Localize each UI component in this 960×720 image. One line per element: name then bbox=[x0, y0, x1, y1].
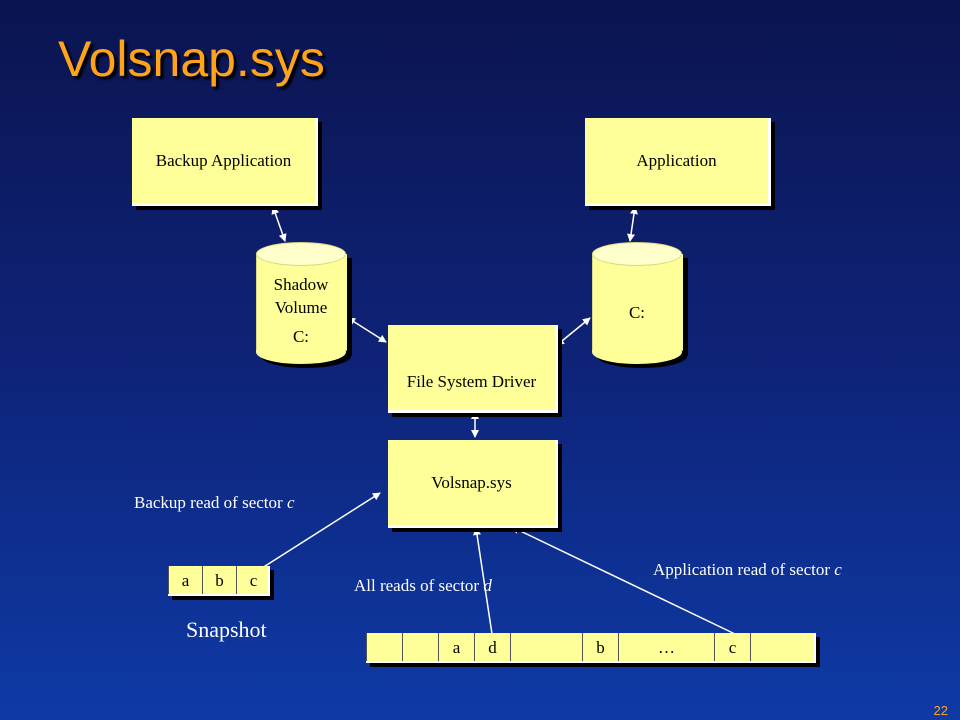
disk-cell-c: c bbox=[714, 633, 750, 663]
backup-application-box: Backup Application bbox=[132, 118, 318, 206]
arrow-snapshot-volsnap bbox=[261, 492, 381, 569]
arrow-app-c bbox=[627, 206, 638, 242]
disk-cell-a: a bbox=[438, 633, 474, 663]
slide-title: Volsnap.sys bbox=[58, 31, 325, 87]
shadow-volume-cylinder: Shadow Volume C: bbox=[256, 242, 347, 364]
application-label: Application bbox=[636, 150, 717, 170]
snapshot-cell-b: b bbox=[202, 566, 236, 596]
shadow-volume-line2: Volume bbox=[274, 298, 328, 317]
shadow-volume-line3: C: bbox=[292, 327, 310, 346]
disk-strip: a d b … c bbox=[366, 633, 816, 663]
c-drive-label: C: bbox=[628, 303, 646, 322]
arrow-backup-shadow bbox=[271, 206, 287, 242]
all-reads-label: All reads of sector d bbox=[354, 576, 492, 595]
volsnap-label: Volsnap.sys bbox=[431, 472, 512, 492]
arrow-sector-c-volsnap bbox=[511, 526, 736, 635]
page-number: 22 bbox=[933, 703, 948, 718]
disk-cell-5 bbox=[510, 633, 582, 663]
arrow-c-fsd bbox=[556, 317, 591, 346]
disk-cell-ellipsis: … bbox=[618, 633, 714, 663]
disk-cell-b: b bbox=[582, 633, 618, 663]
snapshot-strip: a b c bbox=[168, 566, 270, 596]
backup-read-label: Backup read of sector c bbox=[134, 493, 295, 512]
volsnap-box: Volsnap.sys bbox=[388, 440, 558, 528]
application-box: Application bbox=[585, 118, 771, 206]
disk-cell-1 bbox=[366, 633, 402, 663]
file-system-driver-box: File System Driver bbox=[388, 325, 558, 413]
arrow-shadow-fsd bbox=[347, 317, 387, 343]
disk-cell-2 bbox=[402, 633, 438, 663]
file-system-driver-label: File System Driver bbox=[406, 371, 537, 391]
shadow-volume-line1: Shadow bbox=[273, 275, 329, 294]
disk-cell-9 bbox=[750, 633, 816, 663]
disk-cell-d: d bbox=[474, 633, 510, 663]
application-read-label: Application read of sector c bbox=[653, 560, 842, 579]
backup-application-label: Backup Application bbox=[155, 150, 292, 170]
snapshot-cell-c: c bbox=[236, 566, 270, 596]
snapshot-label: Snapshot bbox=[186, 617, 267, 642]
c-drive-cylinder: C: bbox=[592, 242, 683, 364]
arrow-sector-d-volsnap bbox=[473, 527, 493, 635]
snapshot-cell-a: a bbox=[168, 566, 202, 596]
